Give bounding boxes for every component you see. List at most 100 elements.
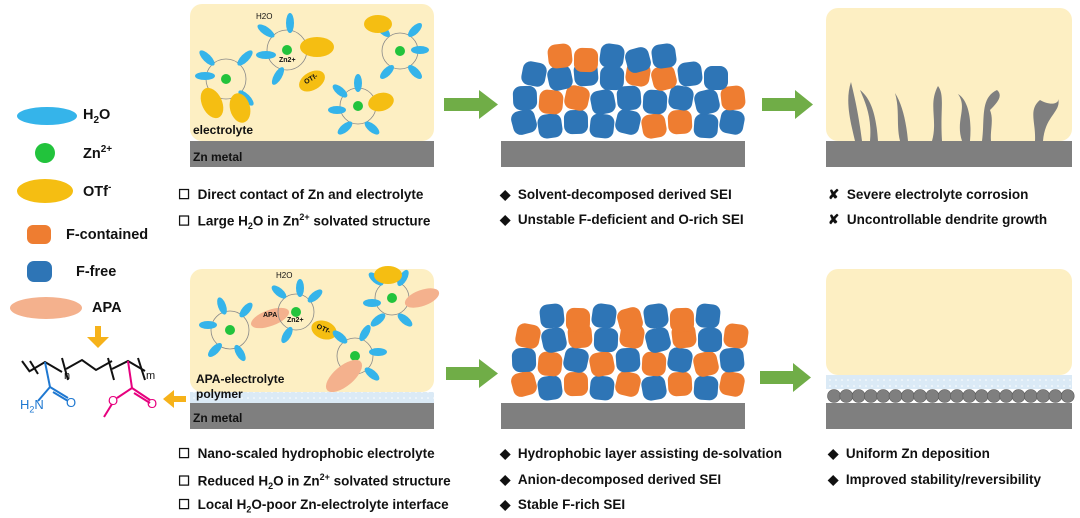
f-free-particle: [593, 327, 619, 353]
top-electrolyte-panel: [190, 4, 434, 167]
bottom-solvation-clusters: [199, 266, 440, 393]
zn-sphere: [937, 389, 952, 403]
f-contained-particle: [641, 351, 667, 377]
f-contained-particle: [667, 109, 693, 135]
bottom-zn-label: Zn2+: [287, 317, 304, 324]
f-contained-particle: [720, 85, 746, 111]
f-contained-particle: [719, 371, 745, 397]
f-free-particle: [694, 89, 720, 115]
water-legend-icon: [17, 107, 77, 125]
diamond-bullet-icon: ◆: [500, 497, 518, 512]
bottom-h2o-label: H2O: [276, 271, 293, 280]
f-free-particle: [668, 85, 694, 111]
square-bullet-icon: ☐: [178, 497, 198, 512]
f-free-particle: [590, 89, 616, 115]
legend-f-contained-label: F-contained: [66, 227, 149, 243]
zn-sphere: [864, 389, 878, 403]
f-contained-particle: [573, 47, 599, 73]
f-free-particle: [599, 43, 625, 69]
f-free-particle: [651, 43, 677, 69]
polymer-amine-label: H2N: [20, 397, 44, 415]
legend-water-label: H2O: [83, 107, 111, 126]
top-zn-metal-label: Zn metal: [193, 150, 243, 164]
zn-sphere: [925, 389, 940, 403]
arrow-right-icon: [760, 363, 811, 392]
f-free-particle: [589, 113, 615, 139]
f-contained-particle: [693, 351, 719, 377]
top-sei-zn-metal: [501, 141, 745, 167]
bottom-caption-col1-1: ☐ Nano-scaled hydrophobic electrolyte: [178, 446, 435, 461]
bottom-sei-zn-metal: [501, 403, 745, 429]
f-free-particle: [563, 109, 589, 135]
zn-sphere: [1036, 389, 1050, 403]
bottom-zn-metal-layer: [190, 403, 434, 429]
zn-sphere: [851, 389, 866, 403]
zn-sphere: [1048, 389, 1063, 403]
bottom-caption-col2-3: ◆ Stable F-rich SEI: [500, 497, 626, 512]
top-caption-col2-1: ◆ Solvent-decomposed derived SEI: [500, 187, 732, 202]
polymer-ester-carbonyl-oxygen: O: [147, 396, 158, 411]
top-h2o-label: H2O: [256, 12, 273, 21]
f-contained-particle: [589, 351, 615, 377]
f-free-particle: [625, 47, 651, 73]
top-sei-particles: [511, 43, 746, 139]
f-free-particle: [677, 61, 703, 87]
bottom-apa-electrolyte-label: APA-electrolyte: [196, 372, 285, 386]
zn-sphere: [1060, 389, 1075, 403]
square-bullet-icon: ☐: [178, 187, 198, 202]
f-contained-particle: [563, 371, 589, 397]
legend-otf-label: OTf-: [83, 182, 112, 200]
bottom-sei-panel: [501, 303, 749, 429]
uniform-zn-spheres: [827, 389, 1075, 403]
bottom-electrolyte-panel: [190, 266, 440, 429]
f-free-particle: [641, 375, 667, 401]
diamond-bullet-icon: ◆: [500, 472, 518, 487]
top-zn-label: Zn2+: [279, 57, 296, 64]
zinc-legend-icon: [35, 143, 55, 163]
legend-apa-label: APA: [92, 300, 122, 316]
top-caption-col3-2: ✘ Uncontrollable dendrite growth: [828, 212, 1048, 227]
f-free-particle: [719, 347, 745, 373]
f-contained-particle: [547, 43, 573, 69]
bottom-caption-col1-2: ☐ Reduced H2O in Zn2+ solvated structure: [178, 472, 451, 492]
zn-sphere: [1024, 389, 1038, 403]
zn-sphere: [1011, 389, 1026, 403]
f-contained-particle: [511, 371, 537, 397]
cross-bullet-icon: ✘: [828, 187, 847, 202]
diamond-bullet-icon: ◆: [828, 472, 846, 487]
f-free-particle: [512, 85, 538, 111]
f-free-particle: [537, 113, 563, 139]
f-free-particle: [599, 65, 625, 91]
arrow-down-icon: [87, 326, 109, 348]
diamond-bullet-icon: ◆: [828, 446, 846, 461]
bottom-sei-particles: [511, 303, 749, 401]
legend-zinc-label: Zn2+: [83, 144, 113, 162]
f-contained-particle: [617, 307, 643, 333]
top-caption-col1-1: ☐ Direct contact of Zn and electrolyte: [178, 187, 424, 202]
bottom-uniform-panel: [826, 269, 1075, 429]
bottom-caption-col1-3: ☐ Local H2O-poor Zn-electrolyte interfac…: [178, 497, 449, 515]
f-contained-legend-icon: [27, 225, 51, 244]
bottom-apa-label: APA: [263, 312, 278, 319]
apa-legend-icon: [10, 297, 82, 319]
f-contained-particle: [723, 323, 749, 349]
polymer-ester-oxygen: O: [108, 393, 119, 408]
otf-legend-icon: [17, 179, 73, 203]
f-contained-particle: [537, 351, 563, 377]
f-free-particle: [695, 303, 721, 329]
f-contained-particle: [669, 307, 695, 333]
f-free-particle: [539, 303, 565, 329]
square-bullet-icon: ☐: [178, 213, 198, 229]
legend-f-free-label: F-free: [76, 264, 117, 280]
zn-sphere: [876, 389, 891, 403]
dendrite-shapes: [848, 82, 1059, 141]
f-free-particle: [645, 327, 671, 353]
f-free-particle: [547, 65, 573, 91]
f-free-particle: [615, 347, 641, 373]
arrow-right-icon: [444, 90, 498, 119]
f-contained-particle: [641, 113, 667, 139]
diamond-bullet-icon: ◆: [500, 187, 518, 202]
f-free-particle: [615, 109, 641, 135]
bottom-caption-col2-2: ◆ Anion-decomposed derived SEI: [500, 472, 722, 487]
